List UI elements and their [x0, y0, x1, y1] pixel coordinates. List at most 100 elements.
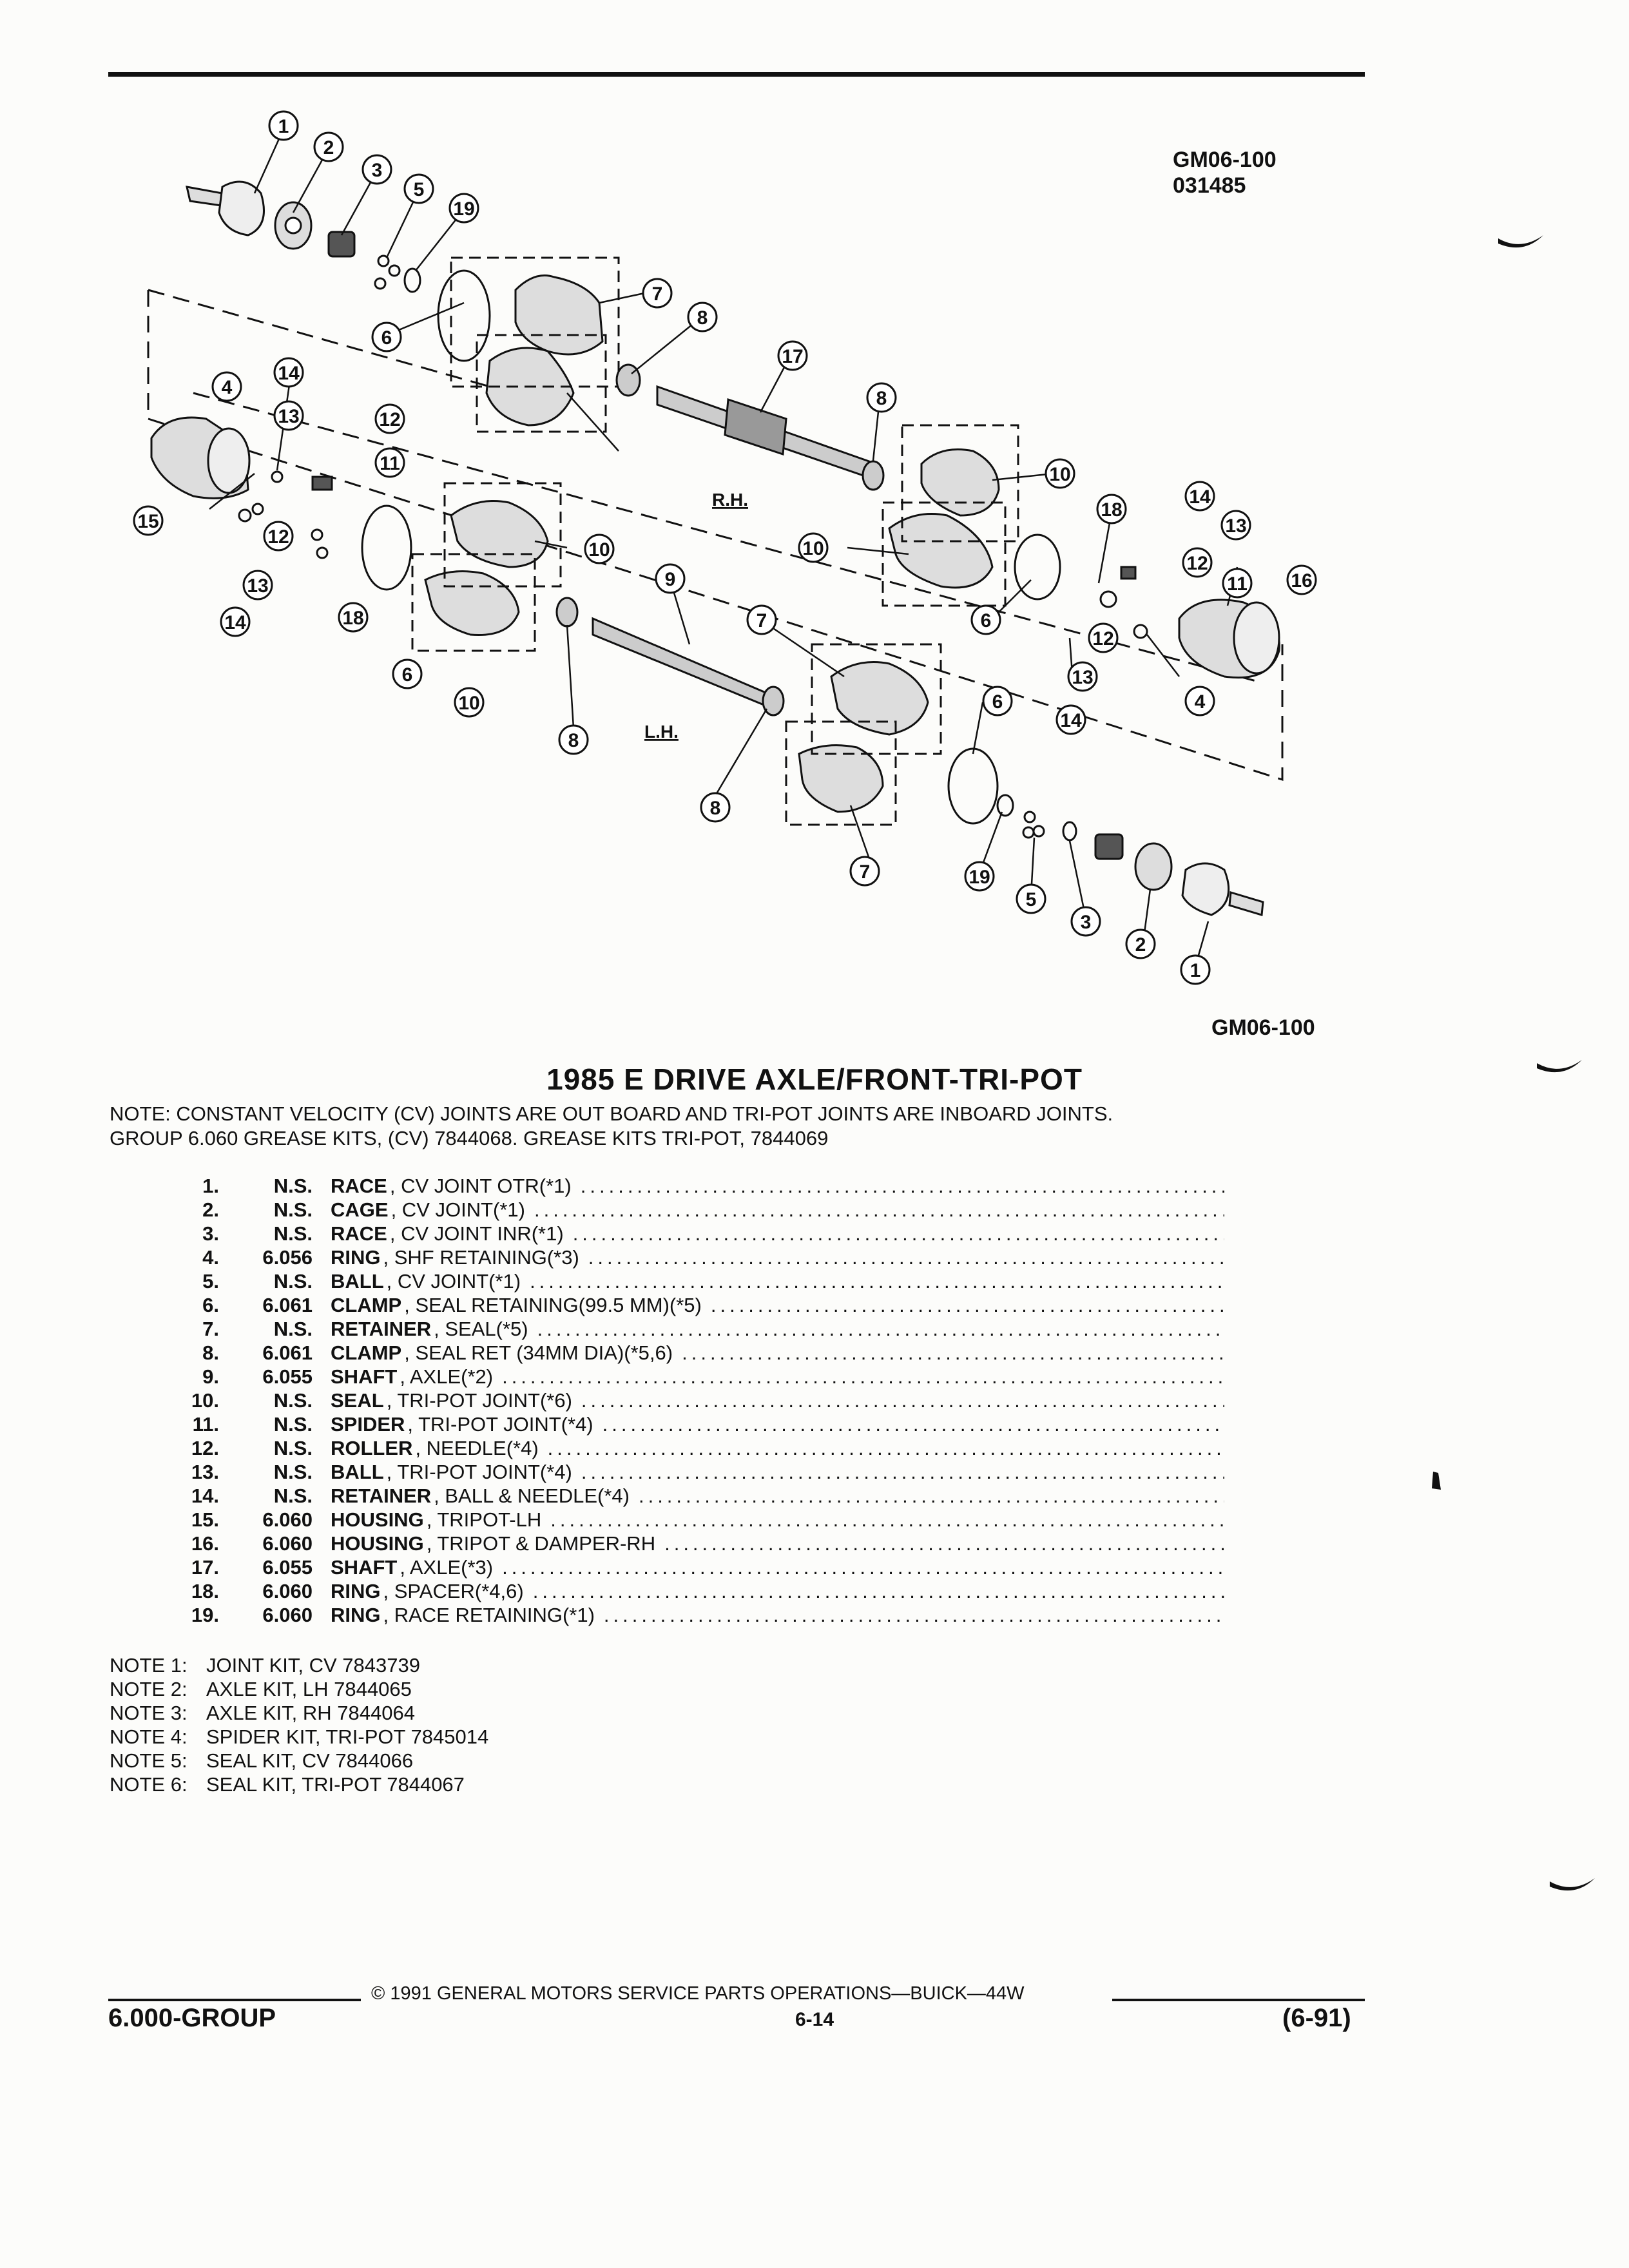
part-name: HOUSING — [331, 1532, 424, 1555]
svg-text:3: 3 — [1081, 912, 1092, 933]
assembly-outline — [147, 290, 1284, 782]
part-number: 5. — [202, 1270, 219, 1293]
callout-19: 19 — [964, 861, 995, 892]
part-number: 16. — [191, 1532, 219, 1555]
part-group: N.S. — [273, 1413, 313, 1436]
kit-note-label: NOTE 4: — [110, 1725, 188, 1748]
parts-list: 1.N.S.RACE, CV JOINT OTR(*1)............… — [161, 1174, 1224, 1627]
callout-5: 5 — [403, 173, 434, 204]
part-group: N.S. — [273, 1461, 313, 1483]
part-description: , CV JOINT INR(*1) — [389, 1222, 564, 1245]
callout-13: 13 — [1067, 661, 1098, 692]
part-description: , SPACER(*4,6) — [383, 1580, 524, 1602]
part-group: N.S. — [273, 1318, 313, 1340]
dot-leader: ........................................… — [550, 1508, 1224, 1531]
callout-6: 6 — [392, 658, 423, 689]
part-description: , AXLE(*2) — [400, 1365, 494, 1388]
kit-note: NOTE 6:SEAL KIT, TRI-POT 7844067 — [110, 1773, 488, 1796]
dot-leader: ........................................… — [534, 1198, 1224, 1221]
part-name: RING — [331, 1580, 381, 1602]
callout-15: 15 — [133, 505, 164, 536]
rh-inner-boots — [882, 424, 1061, 607]
part-description: , TRI-POT JOINT(*4) — [407, 1413, 593, 1436]
callout-10: 10 — [584, 533, 615, 564]
svg-text:19: 19 — [453, 198, 474, 220]
part-group: N.S. — [273, 1222, 313, 1245]
kit-note-text: JOINT KIT, CV 7843739 — [206, 1654, 420, 1677]
part-name: RING — [331, 1604, 381, 1626]
svg-text:12: 12 — [379, 409, 400, 430]
part-row: 13.N.S.BALL, TRI-POT JOINT(*4)..........… — [161, 1460, 1224, 1484]
part-name: BALL — [331, 1461, 384, 1483]
dot-leader: ........................................… — [602, 1413, 1224, 1436]
callout-11: 11 — [374, 447, 405, 478]
dot-leader: ........................................… — [682, 1341, 1224, 1364]
svg-text:2: 2 — [323, 137, 334, 159]
rh-shaft — [615, 363, 885, 491]
callout-1: 1 — [1180, 954, 1211, 985]
rh-outer-boots — [437, 256, 620, 433]
part-description: , TRIPOT & DAMPER-RH — [426, 1532, 656, 1555]
part-name: RACE — [331, 1175, 387, 1197]
part-description: , RACE RETAINING(*1) — [383, 1604, 595, 1626]
kit-note-text: AXLE KIT, LH 7844065 — [206, 1678, 412, 1700]
svg-text:8: 8 — [876, 388, 887, 409]
part-group: N.S. — [273, 1485, 313, 1507]
part-description: , CV JOINT(*1) — [386, 1270, 521, 1293]
dot-leader: ........................................… — [572, 1222, 1224, 1245]
callout-13: 13 — [1220, 510, 1251, 541]
part-name: ROLLER — [331, 1437, 413, 1459]
part-group: N.S. — [273, 1175, 313, 1197]
callout-7: 7 — [746, 604, 777, 635]
svg-text:2: 2 — [1135, 934, 1146, 956]
part-number: 15. — [191, 1508, 219, 1531]
svg-text:3: 3 — [372, 160, 383, 181]
dot-leader: ........................................… — [710, 1294, 1224, 1316]
callout-10: 10 — [454, 687, 485, 718]
part-row: 5.N.S.BALL, CV JOINT(*1)................… — [161, 1269, 1224, 1293]
cv-joint-rh-outer — [186, 180, 421, 293]
kit-note-label: NOTE 1: — [110, 1654, 188, 1677]
svg-text:14: 14 — [1189, 486, 1211, 508]
part-number: 19. — [191, 1604, 219, 1626]
part-description: , NEEDLE(*4) — [415, 1437, 539, 1459]
part-description: , AXLE(*3) — [400, 1556, 494, 1579]
lh-label: L.H. — [644, 722, 679, 742]
part-number: 17. — [191, 1556, 219, 1579]
svg-text:1: 1 — [1190, 960, 1201, 981]
part-number: 4. — [202, 1246, 219, 1269]
part-row: 7.N.S.RETAINER, SEAL(*5)................… — [161, 1317, 1224, 1341]
svg-text:12: 12 — [1186, 553, 1208, 574]
part-row: 14.N.S.RETAINER, BALL & NEEDLE(*4)......… — [161, 1484, 1224, 1508]
part-name: CLAMP — [331, 1294, 402, 1316]
svg-text:11: 11 — [380, 453, 400, 474]
dot-leader: ........................................… — [502, 1365, 1224, 1388]
part-description: , TRIPOT-LH — [426, 1508, 542, 1531]
dot-leader: ........................................… — [580, 1175, 1224, 1197]
svg-text:1: 1 — [278, 116, 289, 137]
part-description: , TRI-POT JOINT(*4) — [386, 1461, 572, 1483]
callout-10: 10 — [1045, 458, 1075, 489]
callout-8: 8 — [866, 382, 897, 413]
kit-note-text: SEAL KIT, CV 7844066 — [206, 1749, 414, 1772]
svg-text:6: 6 — [402, 664, 413, 686]
part-group: 6.056 — [262, 1246, 313, 1269]
callout-12: 12 — [1182, 547, 1213, 578]
svg-text:6: 6 — [981, 610, 992, 631]
part-description: , SHF RETAINING(*3) — [383, 1246, 579, 1269]
callout-13: 13 — [273, 400, 304, 431]
callout-13: 13 — [242, 570, 273, 601]
callout-8: 8 — [700, 792, 731, 823]
callout-7: 7 — [849, 856, 880, 887]
part-description: , TRI-POT JOINT(*6) — [386, 1389, 572, 1412]
part-name: SHAFT — [331, 1365, 398, 1388]
page-title: 1985 E DRIVE AXLE/FRONT-TRI-POT — [546, 1062, 1083, 1096]
leader-lines — [209, 128, 1239, 967]
kit-note: NOTE 1: JOINT KIT, CV 7843739 — [110, 1653, 488, 1677]
kit-note: NOTE 5:SEAL KIT, CV 7844066 — [110, 1749, 488, 1773]
lh-shaft — [555, 597, 785, 716]
kit-note-text: AXLE KIT, RH 7844064 — [206, 1702, 415, 1724]
